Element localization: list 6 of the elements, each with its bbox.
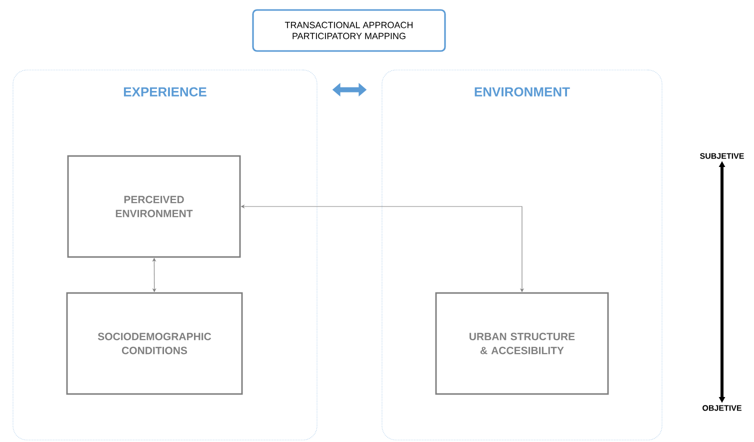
- process-box: SOCIODEMOGRAPHIC CONDITIONS: [66, 292, 243, 395]
- process-box: URBAN STRUCTURE & ACCESIBILITY: [435, 292, 609, 395]
- axis-label: OBJETIVE: [702, 405, 742, 411]
- process-box: PERCEIVED ENVIRONMENT: [67, 155, 241, 258]
- title-box: TRANSACTIONAL APPROACH PARTICIPATORY MAPPING: [252, 9, 446, 52]
- axis-label: SUBJETIVE: [700, 153, 744, 159]
